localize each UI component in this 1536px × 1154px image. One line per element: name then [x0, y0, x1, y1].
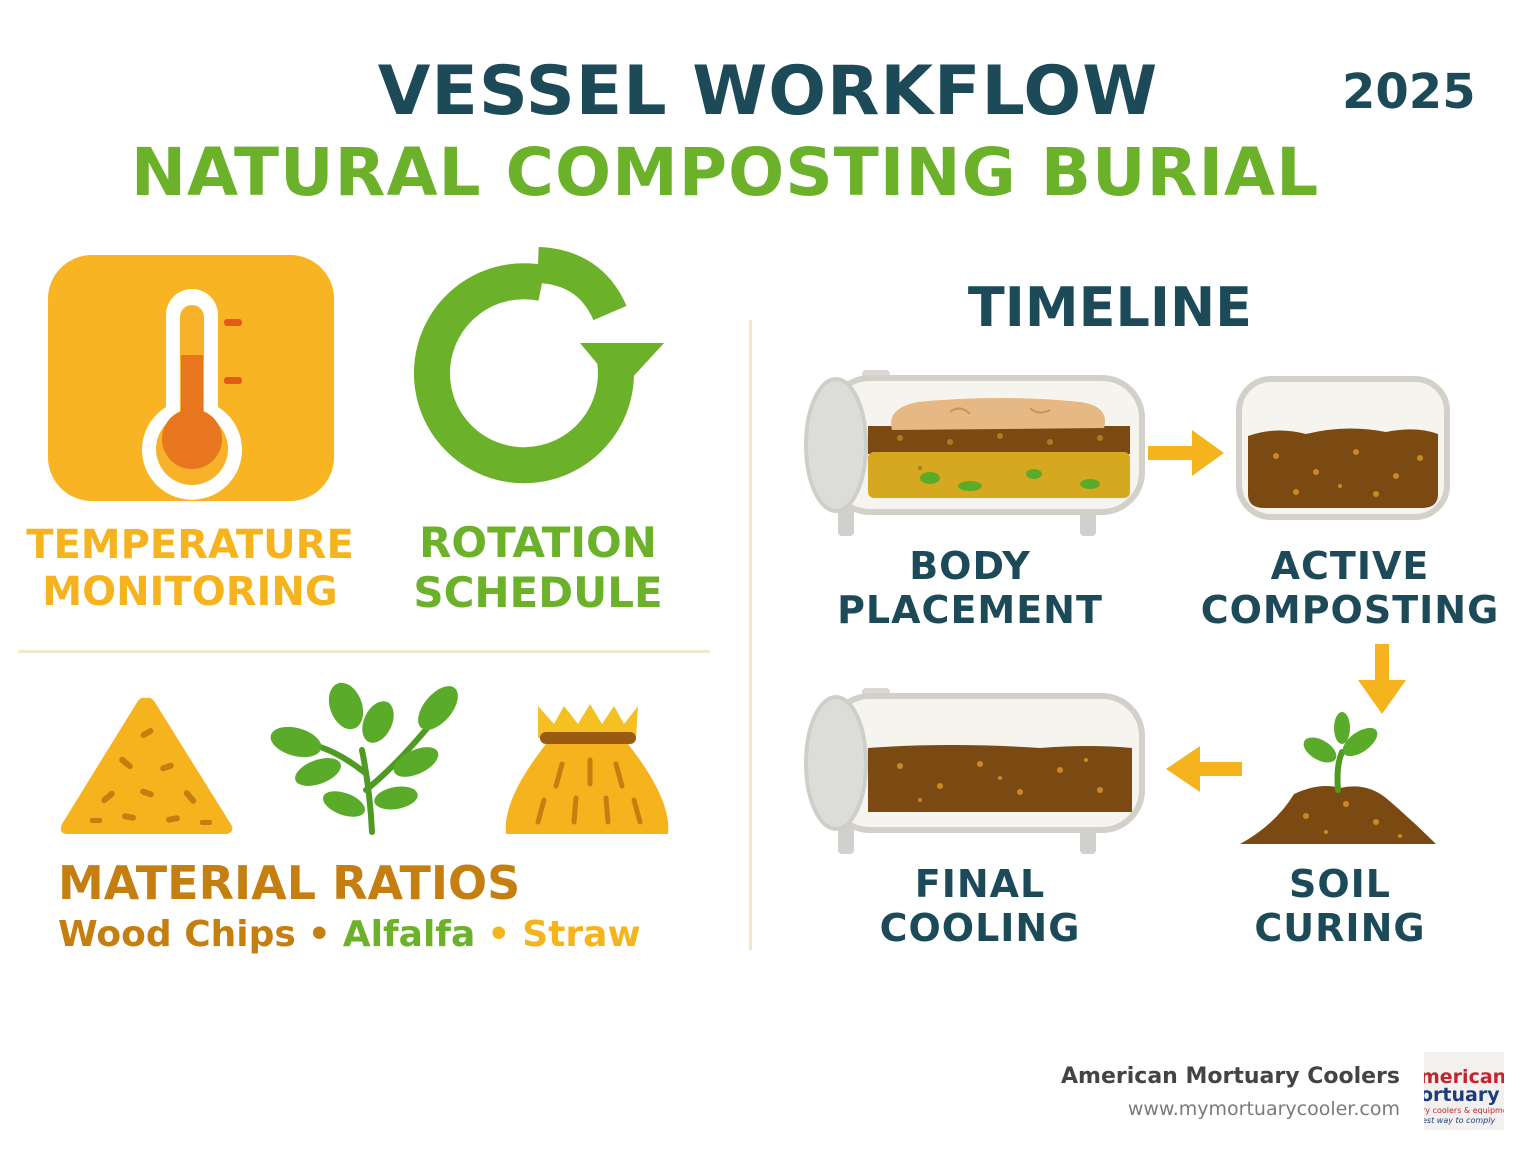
page-title: VESSEL WORKFLOW — [377, 52, 1159, 131]
step-body-placement: BODY PLACEMENT — [820, 544, 1120, 632]
temperature-label-line1: TEMPERATURE — [26, 522, 354, 568]
material-wood-chips: Wood Chips — [58, 914, 296, 955]
step-label-line1: FINAL — [914, 862, 1046, 906]
logo-text-2: ortuary — [1424, 1084, 1500, 1106]
step-label-line1: SOIL — [1288, 862, 1392, 906]
final-cooling-vessel-icon — [804, 688, 1145, 854]
separator-dot: • — [487, 914, 511, 955]
wood-chips-pile-icon — [60, 697, 233, 834]
step-active-composting: ACTIVE COMPOSTING — [1190, 544, 1510, 632]
step-final-cooling: FINAL COOLING — [850, 862, 1110, 950]
soil-curing-mound-icon — [1240, 712, 1436, 844]
step-soil-curing: SOIL CURING — [1230, 862, 1450, 950]
rotation-label-line2: SCHEDULE — [413, 567, 663, 617]
logo-text-4: est way to comply — [1424, 1116, 1496, 1125]
logo-text-3: ry coolers & equipment — [1424, 1106, 1504, 1115]
step-label-line2: CURING — [1254, 906, 1426, 951]
arrow-down-icon — [1358, 644, 1406, 714]
company-name: American Mortuary Coolers — [1061, 1064, 1400, 1089]
material-ratios-title: MATERIAL RATIOS — [58, 856, 521, 910]
company-url[interactable]: www.mymortuarycooler.com — [1127, 1098, 1400, 1120]
step-label-line2: PLACEMENT — [837, 588, 1103, 633]
thermometer-icon — [48, 255, 334, 501]
logo-text-1: merican — [1424, 1066, 1504, 1088]
page-subtitle: NATURAL COMPOSTING BURIAL — [130, 134, 1320, 211]
arrow-right-icon — [1148, 430, 1224, 476]
horizontal-divider — [18, 650, 710, 653]
active-composting-vessel-icon — [1236, 376, 1450, 520]
vertical-divider — [749, 320, 752, 950]
arrow-left-icon — [1166, 746, 1242, 792]
rotation-label-line1: ROTATION — [419, 518, 657, 567]
material-alfalfa: Alfalfa — [342, 914, 476, 955]
straw-bundle-icon — [505, 704, 669, 834]
material-straw: Straw — [522, 914, 641, 955]
company-logo: merican ortuary ry coolers & equipment e… — [1424, 1052, 1504, 1130]
rotation-arrow-icon — [413, 247, 664, 484]
rotation-schedule-label: ROTATION SCHEDULE — [388, 518, 688, 617]
year-label: 2025 — [1342, 64, 1476, 120]
body-placement-vessel-icon — [804, 370, 1145, 536]
temperature-monitoring-label: TEMPERATURE MONITORING — [20, 522, 360, 616]
step-label-line1: BODY — [909, 544, 1031, 588]
step-label-line1: ACTIVE — [1270, 544, 1430, 588]
step-label-line2: COOLING — [879, 906, 1081, 951]
separator-dot: • — [307, 914, 331, 955]
step-label-line2: COMPOSTING — [1200, 588, 1500, 633]
alfalfa-sprig-icon — [270, 682, 458, 835]
timeline-title: TIMELINE — [967, 276, 1253, 339]
temperature-label-line2: MONITORING — [42, 569, 338, 616]
material-list: Wood Chips • Alfalfa • Straw — [58, 914, 641, 955]
